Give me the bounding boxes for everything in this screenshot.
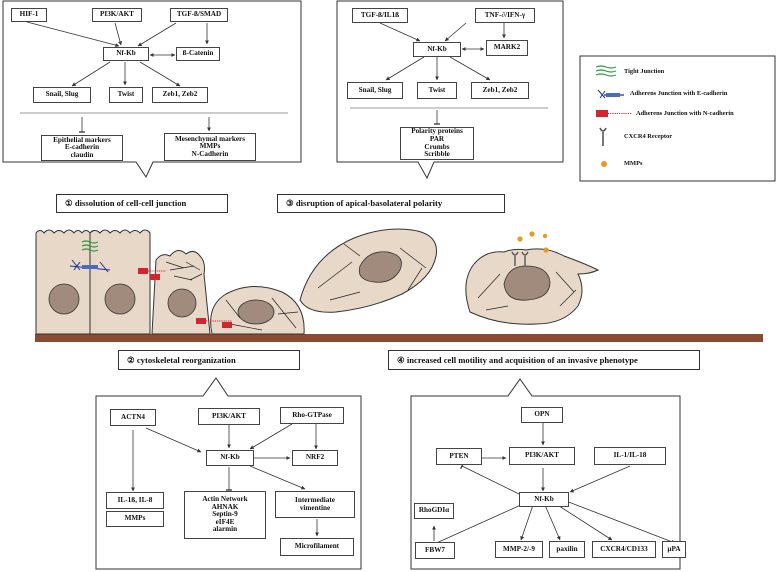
pi3k-akt-box: PI3K/AKT bbox=[92, 8, 142, 22]
twist-box: Twist bbox=[417, 82, 457, 99]
stage-4-header: ④ increased cell motility and acquisitio… bbox=[388, 350, 700, 370]
panel2-arrows bbox=[131, 423, 319, 537]
rho-gtpase-box: Rho-GTPase bbox=[280, 407, 344, 424]
snail-slug-box: Snail, Slug bbox=[347, 82, 403, 99]
nucleus bbox=[104, 283, 136, 315]
nfkb-box: Nf-Kb bbox=[206, 450, 254, 466]
zeb1-zeb2-box: Zeb1, Zeb2 bbox=[152, 87, 208, 103]
tnf-ifn-box: TNF-∂/IFN-γ bbox=[475, 8, 535, 23]
fbw7-box: FBW7 bbox=[415, 542, 455, 559]
stage-2-header: ② cytoskeletal reorganization bbox=[118, 350, 300, 370]
zeb1-zeb2-box: Zeb1, Zeb2 bbox=[471, 82, 529, 99]
upa-box: µPA bbox=[662, 541, 686, 558]
rhogdi-box: RhoGDIα bbox=[414, 503, 454, 519]
legend-frame bbox=[579, 55, 776, 182]
mmps-box: MMPs bbox=[106, 511, 164, 527]
nucleus bbox=[167, 288, 197, 318]
hif1-box: HIF-1 bbox=[11, 8, 47, 22]
tight-junction-icon bbox=[595, 65, 617, 77]
snail-slug-box: Snail, Slug bbox=[33, 87, 91, 103]
panel4-frame bbox=[410, 378, 681, 570]
nfkb-box: Nf-Kb bbox=[519, 492, 569, 507]
stage-1-header: ① dissolution of cell-cell junction bbox=[56, 194, 228, 213]
opn-box: OPN bbox=[521, 407, 563, 423]
actn4-box: ACTN4 bbox=[110, 409, 156, 426]
il1-il18-box: IL-1/IL-18 bbox=[594, 447, 666, 465]
ecadherin-junction-icon bbox=[597, 89, 624, 99]
tight-junction bbox=[81, 240, 99, 252]
nucleus bbox=[503, 265, 551, 301]
tgfb-smad-box: TGF-ß/SMAD bbox=[170, 8, 228, 22]
mmp2-9-box: MMP-2/-9 bbox=[495, 541, 543, 558]
cxcr4-cd133-box: CXCR4/CD133 bbox=[592, 541, 656, 558]
legend-ncadherin: Adherens Junction with N-cadherin bbox=[636, 110, 734, 117]
legend-cxcr4: CXCR4 Receptor bbox=[624, 133, 673, 140]
legend-ecadherin: Adherens Junction with E-cadherin bbox=[630, 90, 728, 97]
mmp-icon bbox=[601, 161, 607, 167]
cxcr4-receptor bbox=[511, 251, 529, 266]
actin-filaments bbox=[477, 271, 577, 311]
legend-mmps: MMPs bbox=[624, 160, 643, 167]
panel1-arrows bbox=[20, 21, 288, 133]
il1b-il8-box: IL-1ß, IL-8 bbox=[106, 492, 164, 509]
nucleus bbox=[358, 251, 402, 283]
actin-filaments bbox=[165, 261, 203, 281]
cxcr4-receptor-icon bbox=[599, 127, 607, 146]
actin-filaments bbox=[317, 243, 427, 301]
actin-filaments bbox=[225, 297, 299, 331]
stage-3-header: ③ disruption of apical-basolateral polar… bbox=[277, 194, 505, 213]
nfkb-box: Nf-Kb bbox=[103, 47, 149, 61]
tgfb-il1b-box: TGF-ß/IL1ß bbox=[352, 8, 408, 23]
panel3-arrows bbox=[350, 22, 548, 125]
adherens-junction-n bbox=[196, 318, 232, 328]
legend-glyphs bbox=[595, 65, 632, 167]
nfkb-box: Nf-Kb bbox=[413, 42, 461, 57]
mmp-particles bbox=[517, 231, 549, 253]
panel4-arrows bbox=[430, 423, 676, 549]
microfilament-box: Microfilament bbox=[280, 538, 354, 556]
cell-scene bbox=[35, 228, 763, 342]
pi3k-akt-box: PI3K/AKT bbox=[198, 408, 260, 425]
nucleus bbox=[237, 299, 275, 325]
b-catenin-box: ß-Catenin bbox=[176, 47, 220, 61]
mark2-box: MARK2 bbox=[486, 40, 528, 56]
ncadherin-junction-icon bbox=[596, 110, 632, 117]
twist-box: Twist bbox=[109, 87, 143, 103]
epithelial-cell-middle bbox=[89, 229, 151, 335]
nrf2-box: NRF2 bbox=[292, 450, 338, 466]
paxilin-box: paxilin bbox=[549, 541, 585, 558]
pten-box: PTEN bbox=[436, 448, 482, 465]
adherens-junction-e bbox=[69, 259, 111, 273]
legend-tight-junction: Tight Junction bbox=[624, 68, 665, 75]
basement-membrane bbox=[35, 334, 763, 342]
pi3k-akt-box: PI3K/AKT bbox=[509, 447, 575, 465]
nucleus bbox=[48, 283, 80, 315]
adherens-junction-n bbox=[138, 268, 166, 280]
